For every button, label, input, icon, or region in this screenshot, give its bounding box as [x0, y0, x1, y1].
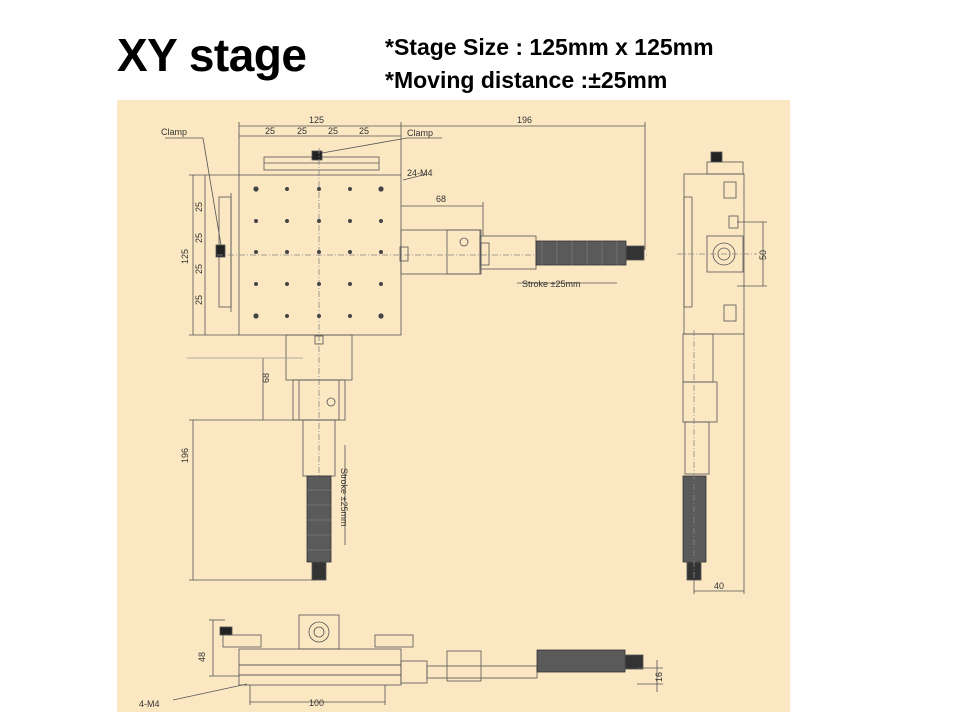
- dim-16: 16: [654, 672, 664, 682]
- mounting-hole: [378, 186, 384, 192]
- dim-pitch-h4: 25: [359, 126, 369, 136]
- mounting-hole: [317, 187, 321, 191]
- mounting-hole: [254, 219, 258, 223]
- dim-100: 100: [309, 698, 324, 708]
- mounting-hole-grid: [253, 186, 384, 319]
- dim-pitch-v2: 25: [194, 233, 204, 243]
- mounting-hole: [379, 250, 383, 254]
- mounting-hole: [317, 282, 321, 286]
- mounting-hole: [285, 250, 289, 254]
- mounting-hole: [348, 219, 352, 223]
- moving-distance-spec: *Moving distance :±25mm: [385, 67, 668, 93]
- dim-pitch-v3: 25: [194, 264, 204, 274]
- mounting-hole: [348, 314, 352, 318]
- mounting-hole: [285, 282, 289, 286]
- knurl-hatching: [307, 241, 618, 551]
- mounting-hole: [285, 314, 289, 318]
- dim-pitch-h3: 25: [328, 126, 338, 136]
- front-view: [172, 614, 663, 705]
- side-view: [677, 151, 767, 594]
- mounting-hole: [254, 250, 258, 254]
- mounting-hole: [254, 282, 258, 286]
- mounting-hole: [285, 187, 289, 191]
- holes-label-24-m4: 24-M4: [407, 168, 433, 178]
- mounting-hole: [379, 219, 383, 223]
- mounting-hole: [317, 314, 321, 318]
- dim-48: 48: [197, 652, 207, 662]
- stroke-label-horizontal: Stroke ±25mm: [522, 279, 580, 289]
- dim-width-125: 125: [309, 115, 324, 125]
- drawing-svg: Clamp Clamp 125 25 25 25 25 24-M4 68 196…: [139, 115, 768, 709]
- dim-68-horizontal: 68: [436, 194, 446, 204]
- mounting-hole: [348, 250, 352, 254]
- clamp-label-top: Clamp: [407, 128, 433, 138]
- mounting-hole: [379, 282, 383, 286]
- dim-196-vertical: 196: [180, 448, 190, 463]
- slide-title: XY stage: [117, 29, 307, 81]
- dim-68-vertical: 68: [261, 373, 271, 383]
- mounting-hole: [253, 313, 259, 319]
- clamp-knob-left: [215, 244, 226, 258]
- mounting-hole: [378, 313, 384, 319]
- dim-50: 50: [758, 250, 768, 260]
- dim-height-125: 125: [180, 249, 190, 264]
- mounting-hole: [285, 219, 289, 223]
- technical-drawing: Clamp Clamp 125 25 25 25 25 24-M4 68 196…: [117, 100, 790, 712]
- dim-196-horizontal: 196: [517, 115, 532, 125]
- holes-label-4-m4: 4-M4: [139, 699, 160, 709]
- mounting-hole: [253, 186, 259, 192]
- mounting-hole: [348, 282, 352, 286]
- top-view: [165, 122, 647, 581]
- dim-pitch-h1: 25: [265, 126, 275, 136]
- mounting-hole: [317, 219, 321, 223]
- dim-pitch-v4: 25: [194, 295, 204, 305]
- mounting-hole: [317, 250, 321, 254]
- stroke-label-vertical: Stroke ±25mm: [339, 468, 349, 526]
- clamp-label-left: Clamp: [161, 127, 187, 137]
- dim-pitch-h2: 25: [297, 126, 307, 136]
- clamp-knob-top: [311, 150, 323, 161]
- mounting-hole: [348, 187, 352, 191]
- stage-size-spec: *Stage Size : 125mm x 125mm: [385, 34, 714, 60]
- dim-pitch-v1: 25: [194, 202, 204, 212]
- dim-40: 40: [714, 581, 724, 591]
